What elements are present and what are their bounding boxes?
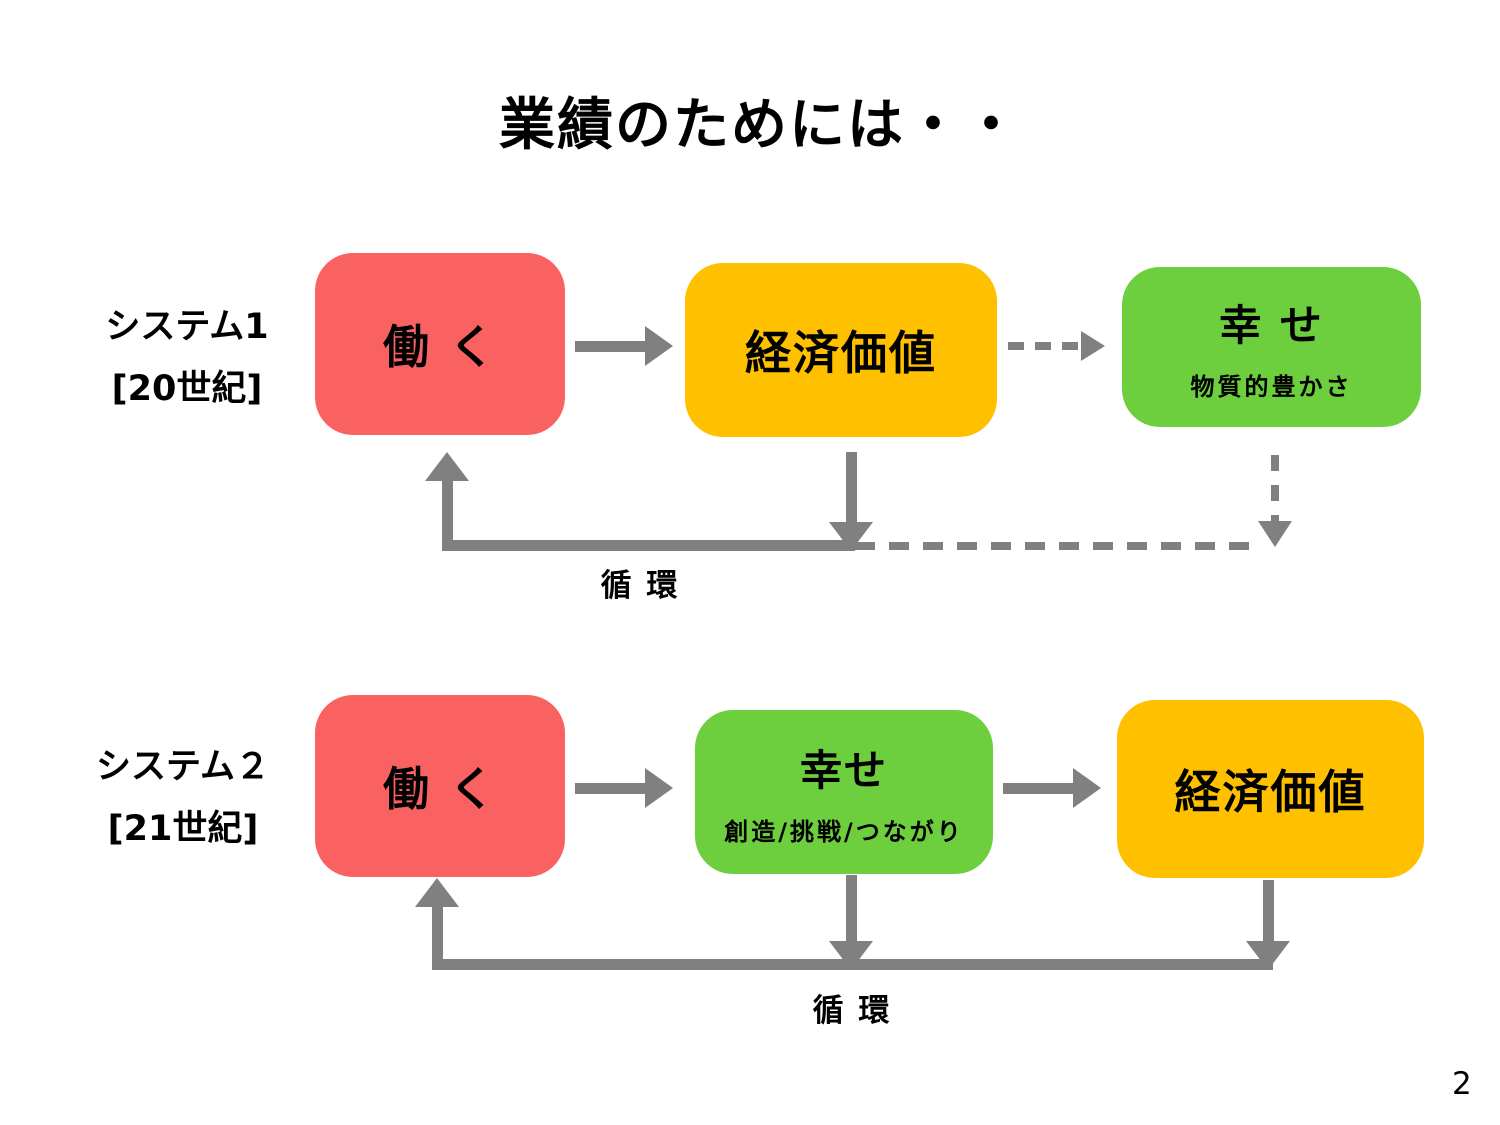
page-title: 業績のためには・・ (499, 93, 1021, 158)
system1-box-work: 働 く (315, 253, 565, 435)
system1-box-work-label: 働 く (382, 320, 497, 374)
system1-arrow-work-to-economic-icon (575, 326, 673, 366)
system1-dashed-arrow-economic-to-happiness-icon (1008, 331, 1105, 361)
page-number: 2 (1452, 1066, 1472, 1102)
system2-box-happiness-label: 幸せ (799, 746, 888, 795)
system1-label-name: システム1 (105, 307, 269, 347)
system1-box-happiness-label: 幸 せ (1219, 301, 1324, 350)
system2-arrow-happiness-to-economic-icon (1003, 768, 1101, 808)
system1-dashed-drop-line (1271, 455, 1279, 521)
system2-label: システム２ [21世紀] (48, 736, 318, 860)
system2-cycle-down-arrow-economic-icon (1246, 880, 1290, 970)
system1-box-happiness-sublabel: 物質的豊かさ (1190, 373, 1353, 401)
system1-cycle-label: 循 環 (600, 568, 680, 604)
system1-box-economic-value: 経済価値 (685, 263, 997, 437)
system2-box-economic-value: 経済価値 (1117, 700, 1424, 878)
system2-cycle-up-arrow-icon (415, 878, 459, 970)
system1-dashed-cycle-line (855, 542, 1255, 550)
system2-arrow-work-to-happiness-icon (575, 768, 673, 808)
system2-cycle-label: 循 環 (812, 993, 892, 1029)
system2-cycle-down-arrow-happiness-icon (829, 875, 873, 970)
system2-label-name: システム２ (96, 747, 270, 787)
system1-cycle-line (442, 540, 855, 551)
system2-box-work-label: 働 く (382, 762, 497, 816)
system1-cycle-down-arrow-icon (829, 452, 873, 551)
system1-dashed-down-arrowhead-icon (1258, 521, 1292, 547)
system2-box-happiness: 幸せ 創造/挑戦/つながり (695, 710, 993, 874)
system1-box-economic-value-label: 経済価値 (745, 326, 937, 380)
system1-cycle-up-arrow-icon (425, 452, 469, 551)
system2-box-economic-value-label: 経済価値 (1174, 765, 1367, 819)
system1-box-happiness: 幸 せ 物質的豊かさ (1122, 267, 1421, 427)
system1-label-century: [20世紀] (111, 369, 263, 409)
system2-label-century: [21世紀] (107, 809, 259, 849)
system1-label: システム1 [20世紀] (52, 296, 322, 420)
system2-box-happiness-sublabel: 創造/挑戦/つながり (724, 818, 964, 846)
system2-box-work: 働 く (315, 695, 565, 877)
